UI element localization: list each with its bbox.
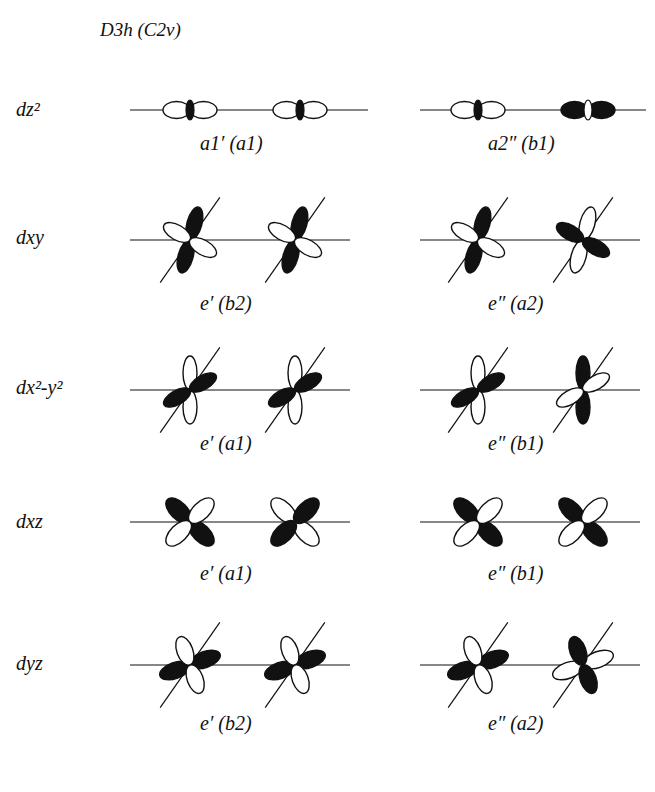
orbital-lobe bbox=[291, 234, 324, 262]
orbital-lobe bbox=[277, 634, 302, 668]
symmetry-label: e′ (b2) bbox=[200, 292, 252, 314]
orbital-lobe bbox=[161, 516, 196, 551]
axis-line bbox=[448, 347, 508, 432]
symmetry-label: a1′ (a1) bbox=[200, 132, 263, 154]
orbital-name: dx²-y² bbox=[16, 376, 62, 398]
orbital-lobe bbox=[186, 234, 219, 262]
symmetry-label: e′ (a1) bbox=[200, 432, 252, 454]
axis-line bbox=[130, 389, 350, 390]
orbital-torus bbox=[186, 100, 194, 120]
orbital-lobe bbox=[470, 662, 495, 696]
symmetry-label: e′ (a1) bbox=[200, 562, 252, 584]
orbital-lobe bbox=[182, 662, 207, 696]
symmetry-label: e″ (a2) bbox=[488, 292, 544, 314]
orbital-lobe bbox=[554, 384, 587, 411]
orbital-torus bbox=[296, 100, 304, 120]
axis-line bbox=[130, 239, 350, 240]
orbital-lobe bbox=[575, 662, 600, 696]
axis-line bbox=[420, 239, 640, 240]
orbital-name: dxy bbox=[16, 226, 44, 248]
orbital-lobe bbox=[554, 516, 589, 551]
orbital-lobe bbox=[449, 384, 482, 411]
axis-line bbox=[553, 347, 613, 432]
axis-line bbox=[160, 197, 220, 282]
orbital-lobe bbox=[448, 219, 481, 247]
axis-line bbox=[553, 197, 613, 282]
orbital-lobe bbox=[266, 384, 299, 411]
symmetry-label: e″ (b1) bbox=[488, 432, 544, 454]
orbital-name: dxz bbox=[16, 510, 43, 532]
orbital-lobe bbox=[579, 234, 612, 262]
axis-line bbox=[420, 389, 640, 390]
point-group-heading: D3h (C2v) bbox=[100, 20, 181, 41]
axis-line bbox=[265, 197, 325, 282]
orbital-lobe bbox=[161, 384, 194, 411]
orbital-lobe bbox=[160, 219, 193, 247]
symmetry-label: e″ (b1) bbox=[488, 562, 544, 584]
orbital-name: dz² bbox=[16, 98, 40, 120]
orbital-lobe bbox=[287, 662, 312, 696]
orbital-lobe bbox=[460, 634, 485, 668]
axis-line bbox=[420, 521, 640, 522]
orbital-name: dyz bbox=[16, 652, 43, 674]
orbital-lobe bbox=[449, 516, 484, 551]
orbital-lobe bbox=[187, 369, 220, 396]
orbital-lobe bbox=[475, 369, 508, 396]
axis-line bbox=[160, 347, 220, 432]
orbital-lobe bbox=[565, 634, 590, 668]
orbital-lobe bbox=[580, 369, 613, 396]
orbital-lobe bbox=[265, 219, 298, 247]
axis-line bbox=[130, 521, 350, 522]
symmetry-label: e″ (a2) bbox=[488, 712, 544, 734]
axis-line bbox=[448, 197, 508, 282]
axis-line bbox=[265, 347, 325, 432]
orbital-lobe bbox=[553, 219, 586, 247]
orbital-lobe bbox=[172, 634, 197, 668]
orbital-lobe bbox=[266, 516, 301, 551]
orbital-torus bbox=[584, 100, 592, 120]
symmetry-label: e′ (b2) bbox=[200, 712, 252, 734]
orbital-lobe bbox=[292, 369, 325, 396]
orbital-lobe bbox=[474, 234, 507, 262]
symmetry-label: a2″ (b1) bbox=[488, 132, 555, 154]
orbital-torus bbox=[474, 100, 482, 120]
